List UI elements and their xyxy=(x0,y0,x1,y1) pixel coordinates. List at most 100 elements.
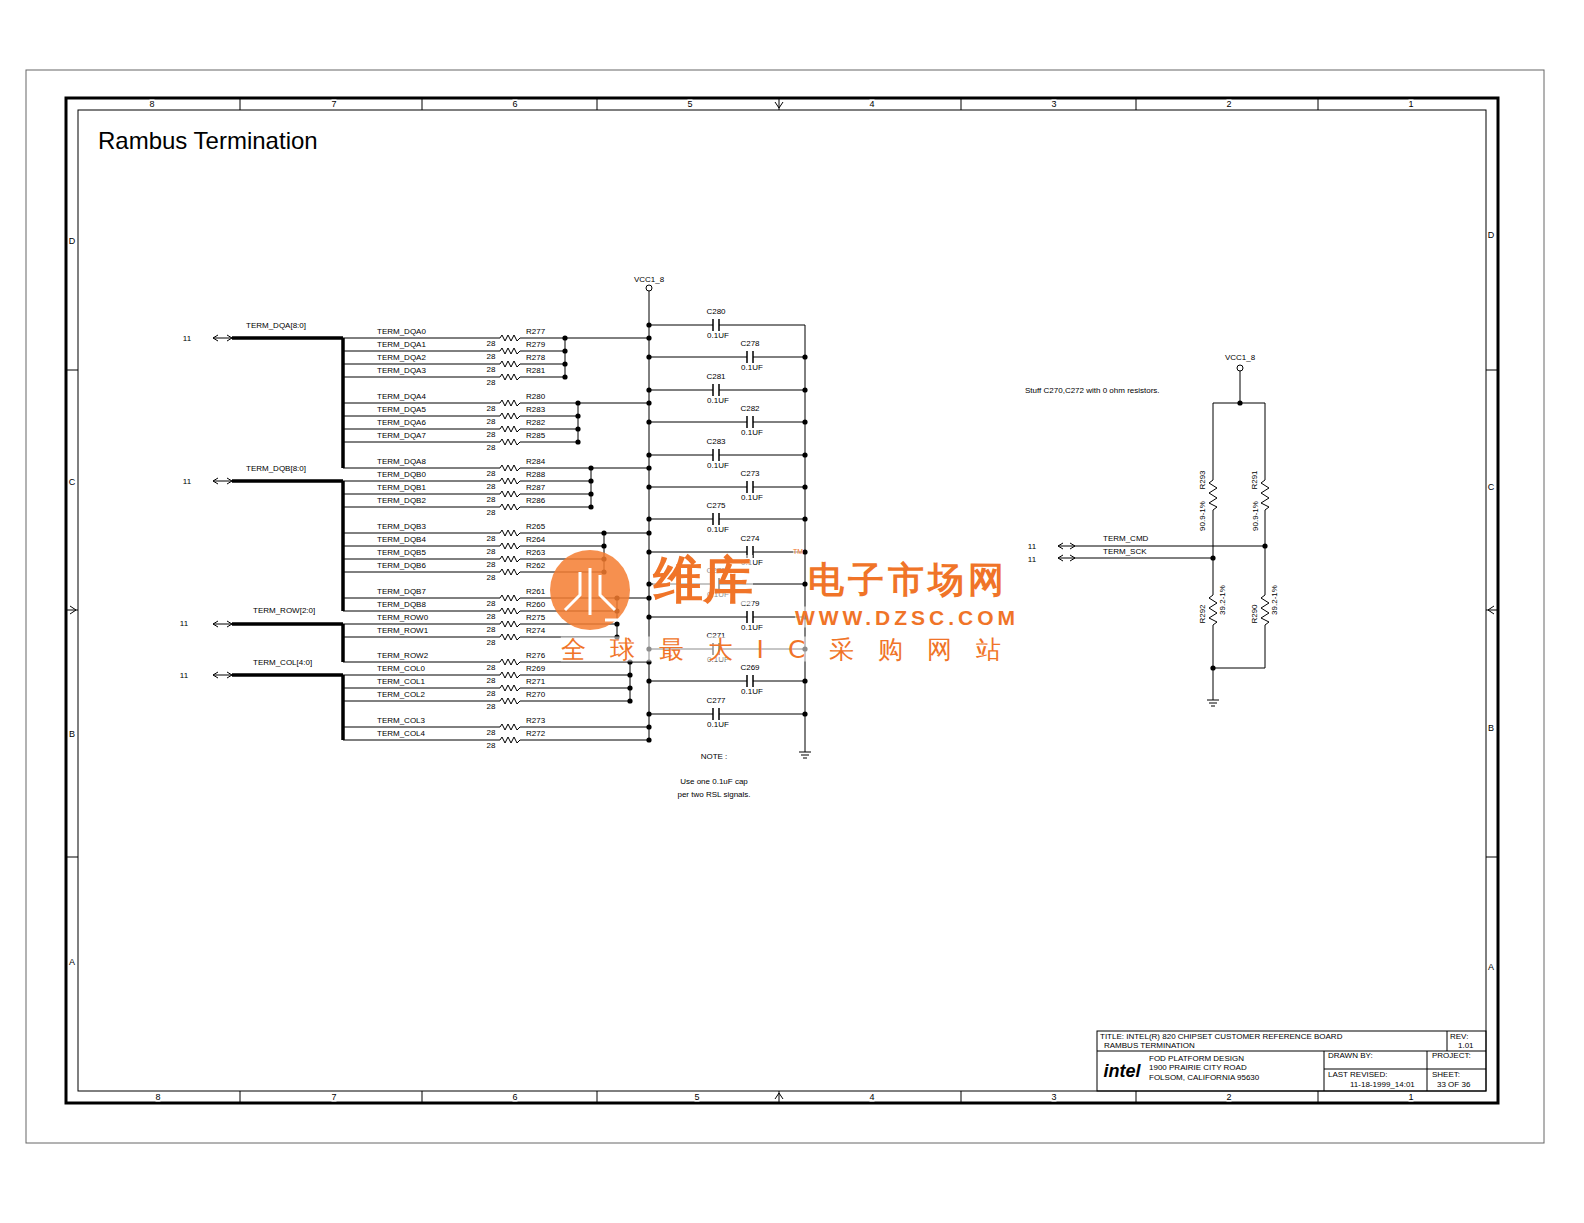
resistor-value: 28 xyxy=(487,690,496,698)
power-port xyxy=(646,285,652,291)
signal-wire xyxy=(520,429,578,430)
port-arrow xyxy=(1058,543,1063,549)
capacitor-value: 0.1UF xyxy=(707,462,729,470)
title-block xyxy=(1097,1031,1486,1091)
capacitor-value: 0.1UF xyxy=(741,429,763,437)
junction-dot xyxy=(646,452,651,457)
port-arrow xyxy=(227,335,232,341)
sheet-frame xyxy=(66,98,1498,1103)
power-wire xyxy=(1240,371,1241,403)
power-net-name: VCC1_8 xyxy=(1225,354,1255,362)
signal-wire xyxy=(520,468,591,469)
signal-name: TERM_CMD xyxy=(1103,535,1148,543)
signal-wire xyxy=(520,481,591,482)
signal-name: TERM_COL0 xyxy=(377,665,425,673)
resistor-symbol xyxy=(500,530,520,536)
resistor-symbol xyxy=(500,672,520,678)
signal-wire xyxy=(520,662,630,663)
title-cell: DRAWN BY: xyxy=(1328,1052,1373,1060)
resistor-ref: R277 xyxy=(526,328,545,336)
junction-dot xyxy=(802,678,807,683)
resistor-symbol xyxy=(500,556,520,562)
title-cell: 1900 PRAIRIE CITY ROAD xyxy=(1149,1064,1247,1072)
ground-symbol xyxy=(1207,700,1219,701)
resistor-value: 28 xyxy=(487,613,496,621)
sheet-title: Rambus Termination xyxy=(98,129,318,153)
resistor-ref: R280 xyxy=(526,393,545,401)
capacitor-wire xyxy=(753,681,805,682)
zone-tick xyxy=(240,98,241,110)
resistor-symbol xyxy=(500,737,520,743)
junction-dot xyxy=(646,322,651,327)
sheet-ref: 11 xyxy=(183,335,191,343)
junction-dot xyxy=(646,549,651,554)
signal-wire xyxy=(1075,546,1265,547)
signal-wire xyxy=(520,675,630,676)
capacitor-symbol xyxy=(712,384,714,396)
node-wire xyxy=(565,338,566,377)
junction-dot xyxy=(1237,400,1242,405)
resistor-ref: R271 xyxy=(526,678,545,686)
title-block-line xyxy=(1324,1051,1325,1091)
resistor-ref: R270 xyxy=(526,691,545,699)
center-mark xyxy=(775,102,783,108)
resistor-ref: R279 xyxy=(526,341,545,349)
resistor-ref: R261 xyxy=(526,588,545,596)
wire xyxy=(1265,403,1266,480)
signal-wire xyxy=(343,546,500,547)
signal-wire xyxy=(520,364,565,365)
capacitor-value: 0.1UF xyxy=(707,332,729,340)
title-cell: 33 OF 36 xyxy=(1437,1081,1470,1089)
resistor-value: 28 xyxy=(487,600,496,608)
port-arrow xyxy=(227,621,232,627)
zone-letter: C xyxy=(1488,483,1495,492)
title-cell: FOLSOM, CALIFORNIA 95630 xyxy=(1149,1074,1259,1082)
capacitor-symbol xyxy=(746,481,748,493)
resistor-ref: R262 xyxy=(526,562,545,570)
zone-number: 2 xyxy=(1226,1093,1231,1102)
resistor-symbol xyxy=(500,413,520,419)
zone-tick xyxy=(1136,98,1137,110)
signal-name: TERM_ROW1 xyxy=(377,627,428,635)
resistor-value: 39.2-1% xyxy=(1219,585,1227,615)
signal-name: TERM_DQB3 xyxy=(377,523,426,531)
junction-dot xyxy=(646,678,651,683)
resistor-value: 28 xyxy=(487,703,496,711)
resistor-symbol xyxy=(500,374,520,380)
capacitor-wire xyxy=(649,519,713,520)
signal-wire xyxy=(343,533,500,534)
resistor-value: 28 xyxy=(487,444,496,452)
title-block-line xyxy=(1097,1051,1486,1052)
title-cell: 11-18-1999_14:01 xyxy=(1350,1081,1415,1089)
title-cell: TITLE: INTEL(R) 820 CHIPSET CUSTOMER REF… xyxy=(1100,1033,1342,1041)
signal-wire xyxy=(343,403,500,404)
watermark: TM xyxy=(793,548,803,555)
capacitor-symbol xyxy=(712,319,714,331)
signal-name: TERM_DQA7 xyxy=(377,432,426,440)
signal-wire xyxy=(343,611,500,612)
note-text: Stuff C270,C272 with 0 ohm resistors. xyxy=(1025,387,1160,395)
resistor-ref: R283 xyxy=(526,406,545,414)
node-wire xyxy=(630,662,631,701)
resistor-value: 28 xyxy=(487,548,496,556)
center-mark xyxy=(70,606,76,614)
wire xyxy=(1213,625,1214,700)
resistor-ref: R287 xyxy=(526,484,545,492)
capacitor-ref: C269 xyxy=(740,664,759,672)
capacitor-wire xyxy=(753,357,805,358)
signal-wire xyxy=(520,416,578,417)
resistor-ref: R282 xyxy=(526,419,545,427)
port-arrow xyxy=(227,672,232,678)
zone-tick xyxy=(240,1091,241,1103)
sheet-ref: 11 xyxy=(1028,556,1036,564)
capacitor-wire xyxy=(753,487,805,488)
signal-wire xyxy=(520,533,604,534)
note-heading: NOTE : xyxy=(701,753,728,761)
node-wire xyxy=(630,662,649,663)
port-arrow xyxy=(213,624,232,625)
resistor-symbol xyxy=(500,478,520,484)
resistor-symbol xyxy=(500,361,520,367)
signal-name: TERM_DQB4 xyxy=(377,536,426,544)
